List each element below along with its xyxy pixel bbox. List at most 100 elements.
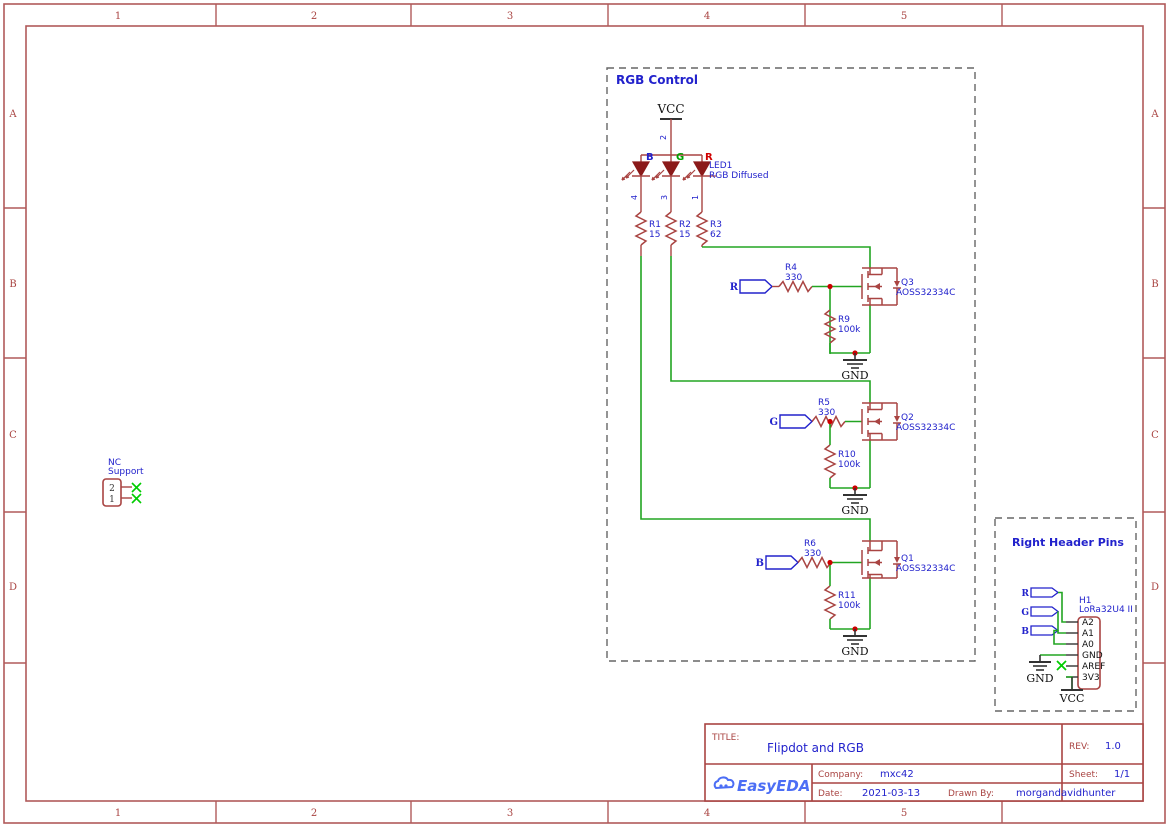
nc-mark-pin2-icon xyxy=(131,482,142,493)
easyeda-cloud-icon xyxy=(713,776,735,790)
gnd-label-q1: GND xyxy=(841,645,868,658)
net-label-b-header[interactable]: B xyxy=(1021,625,1060,637)
q2-designator: Q2 xyxy=(901,413,914,423)
border-row-labels-left: A B C D xyxy=(8,109,17,593)
sheet-frame xyxy=(3,3,1166,824)
rev-value: 1.0 xyxy=(1105,741,1121,752)
led-segment-red-icon xyxy=(682,161,712,181)
led-green-segment-label: G xyxy=(676,152,684,163)
q3-part-number: AOSS32334C xyxy=(896,288,955,298)
right-header-block-title: Right Header Pins xyxy=(1012,536,1124,549)
r5-designator: R5 xyxy=(818,398,830,408)
gnd-label-q2: GND xyxy=(841,504,868,517)
gnd-symbol-q1 xyxy=(843,629,867,645)
border-col-bottom-3: 3 xyxy=(507,808,513,819)
nc-support-label-line1: NC xyxy=(108,458,121,468)
net-label-r-q3[interactable]: R xyxy=(730,279,779,294)
mosfet-stage-q2[interactable]: G R5 330 R10 100k xyxy=(769,398,955,517)
led-blue-pin-number: 4 xyxy=(630,195,639,200)
resistor-r1[interactable]: R1 15 xyxy=(634,211,661,256)
mosfet-q2-symbol xyxy=(861,402,901,441)
rgb-control-block-title: RGB Control xyxy=(616,73,698,87)
net-label-g-header-text: G xyxy=(1021,608,1029,618)
h1-pin-gnd-label: GND xyxy=(1082,651,1103,661)
q3-designator: Q3 xyxy=(901,278,914,288)
border-col-bottom-5: 5 xyxy=(901,808,907,819)
led-segment-blue-icon xyxy=(621,161,651,181)
border-col-bottom-2: 2 xyxy=(311,808,317,819)
company-caption: Company: xyxy=(818,770,863,780)
rgb-control-block-outline xyxy=(606,67,976,662)
title-block[interactable]: TITLE: Flipdot and RGB REV: 1.0 Company:… xyxy=(704,723,1144,802)
border-column-labels-top: 1 2 3 4 5 xyxy=(115,11,907,22)
mosfet-q3-symbol xyxy=(861,267,901,306)
q1-designator: Q1 xyxy=(901,554,914,564)
mosfet-stage-q1[interactable]: B R6 330 R11 100k xyxy=(756,539,956,658)
border-col-top-2: 2 xyxy=(311,11,317,22)
h1-pin-a1-label: A1 xyxy=(1082,629,1094,639)
resistor-r4[interactable]: R4 330 xyxy=(778,263,813,294)
net-label-b-q1-text: B xyxy=(756,558,764,569)
date-value: 2021-03-13 xyxy=(862,788,920,799)
led-green-pin-number: 3 xyxy=(660,195,669,200)
border-row-right-a: A xyxy=(1150,109,1159,120)
q2-gate-junction xyxy=(827,418,833,425)
h1-designator: H1 xyxy=(1079,596,1092,606)
easyeda-logo[interactable]: EasyEDA xyxy=(713,776,811,795)
led-red-pin-number: 1 xyxy=(691,195,700,200)
nc-support-label-line2: Support xyxy=(108,467,144,477)
resistor-r6[interactable]: R6 330 xyxy=(797,539,832,570)
date-caption: Date: xyxy=(818,789,843,799)
r4-value: 330 xyxy=(785,273,802,283)
r9-value: 100k xyxy=(838,325,861,335)
r3-value: 62 xyxy=(710,230,721,240)
net-label-g-header[interactable]: G xyxy=(1021,606,1060,618)
resistor-r2[interactable]: R2 15 xyxy=(664,211,691,256)
r6-designator: R6 xyxy=(804,539,816,549)
net-label-b-header-text: B xyxy=(1021,627,1029,637)
led1-component[interactable]: B 4 G 3 R 1 xyxy=(621,152,769,212)
border-col-bottom-4: 4 xyxy=(704,808,710,819)
border-row-left-a: A xyxy=(8,109,17,120)
resistor-r11[interactable]: R11 100k xyxy=(823,585,861,629)
r2-value: 15 xyxy=(679,230,690,240)
q1-gate-junction xyxy=(827,559,833,566)
resistor-r9[interactable]: R9 100k xyxy=(823,309,861,353)
mosfet-stage-q3[interactable]: R R4 330 R9 100k xyxy=(730,263,956,382)
h1-pin-a2-label: A2 xyxy=(1082,618,1094,628)
vcc-label: VCC xyxy=(656,102,684,116)
led1-value: RGB Diffused xyxy=(709,171,769,181)
border-col-bottom-1: 1 xyxy=(115,808,121,819)
r10-designator: R10 xyxy=(838,450,856,460)
h1-pin-3v3-label: 3V3 xyxy=(1082,673,1100,683)
led1-designator: LED1 xyxy=(709,161,732,171)
net-label-b-q1[interactable]: B xyxy=(756,555,800,570)
mosfet-q1-symbol xyxy=(861,540,901,579)
nc-support-component[interactable]: NC Support 2 1 xyxy=(102,458,144,507)
q2-part-number: AOSS32334C xyxy=(896,423,955,433)
net-label-g-q2[interactable]: G xyxy=(769,414,814,429)
led-blue-segment-label: B xyxy=(646,152,654,163)
gnd-symbol-q2 xyxy=(843,488,867,504)
h1-part-number: LoRa32U4 II xyxy=(1079,605,1133,615)
nc-mark-aref-icon xyxy=(1056,660,1067,671)
border-column-labels-bottom: 1 2 3 4 5 xyxy=(115,808,907,819)
q1-gate-wires xyxy=(829,561,871,630)
q3-gate-junction xyxy=(827,283,833,290)
drawn-by-value: morgandavidhunter xyxy=(1016,788,1116,799)
r4-designator: R4 xyxy=(785,263,797,273)
resistor-r10[interactable]: R10 100k xyxy=(823,444,861,488)
h1-pin-aref-label: AREF xyxy=(1082,662,1105,672)
easyeda-logo-text: EasyEDA xyxy=(737,777,810,795)
title-value: Flipdot and RGB xyxy=(767,741,864,755)
rev-caption: REV: xyxy=(1069,742,1089,752)
title-caption: TITLE: xyxy=(711,733,739,743)
vcc-label-header: VCC xyxy=(1059,692,1085,705)
header-h1-component[interactable]: H1 LoRa32U4 II A2 A1 A0 GND AREF 3V3 R G… xyxy=(1021,587,1133,705)
resistor-r3[interactable]: R3 62 xyxy=(695,211,722,247)
border-row-right-b: B xyxy=(1151,279,1158,290)
border-row-left-b: B xyxy=(9,279,16,290)
net-label-r-header[interactable]: R xyxy=(1022,587,1060,599)
border-col-top-4: 4 xyxy=(704,11,710,22)
